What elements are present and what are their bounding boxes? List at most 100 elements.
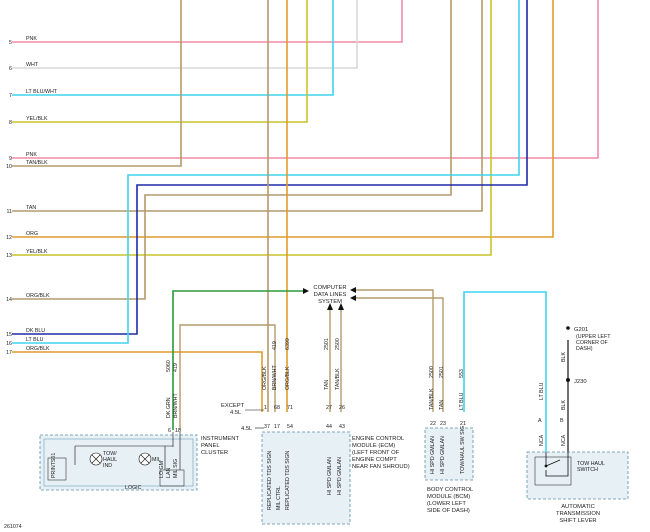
instrument-panel-cluster: TOW/ HAUL IND MIL LO GM LAN MIL SIG PRIN… bbox=[39, 360, 239, 491]
ipc-label-1: INSTRUMENT bbox=[201, 436, 239, 442]
shift-label-2: TRANSMISSION bbox=[556, 511, 600, 517]
ipc-circuit-5060: 5060 bbox=[166, 360, 172, 372]
ecm-color-4: TAN/BLK bbox=[335, 368, 341, 390]
bcm-pin-22: 22 bbox=[430, 421, 436, 427]
bcm-color-ltblu: LT BLU bbox=[459, 392, 465, 410]
wire-name-6: WHT bbox=[26, 62, 39, 68]
wire-7-ltbluwht bbox=[12, 0, 334, 96]
bcm-signal-1: HI SPD GMLAN bbox=[440, 436, 446, 474]
prints-box bbox=[47, 457, 67, 481]
wire-brnwht-ipc bbox=[179, 324, 276, 430]
tow-haul-switch-box bbox=[534, 456, 572, 486]
ecm-pin-top-0: 1 bbox=[264, 405, 267, 411]
ecm-label-5: NEAR FAN SHROUD) bbox=[352, 464, 410, 470]
switch-wire-blk-upper: BLK bbox=[561, 352, 567, 362]
engine-control-module: ENGINE CONTROL MODULE (ECM) (LEFT FRONT … bbox=[221, 338, 410, 525]
ecm-pin-top-3: 27 bbox=[326, 405, 332, 411]
ecm-circuit-2501: 2501 bbox=[324, 338, 330, 350]
ecm-pin-bot-0: 37 bbox=[264, 424, 270, 430]
wire-name-8: YEL/BLK bbox=[26, 116, 48, 122]
bcm-label-1: BODY CONTROL bbox=[427, 487, 474, 493]
ecm-engine-45: 4.5L bbox=[241, 426, 253, 432]
wire-9-pnk bbox=[12, 0, 599, 159]
wire-number-7: 7 bbox=[9, 93, 12, 99]
ecm-pin-bot-1: 17 bbox=[274, 424, 280, 430]
wire-name-9: PNK bbox=[26, 152, 37, 158]
ecm-color-3: TAN bbox=[324, 380, 330, 390]
switch-nca-b: NCA bbox=[561, 434, 567, 446]
switch-wire-blk-lower: BLK bbox=[561, 400, 567, 410]
arrow-dkgrn bbox=[303, 288, 309, 294]
wire-name-14: ORG/BLK bbox=[26, 293, 50, 299]
wire-name-15: DK BLU bbox=[26, 328, 45, 334]
ground-g201-label: G201 bbox=[574, 327, 588, 333]
wire-12-org bbox=[12, 0, 554, 238]
ipc-circuit-419: 419 bbox=[173, 363, 179, 372]
ecm-color-2: ORG/BLK bbox=[285, 366, 291, 390]
ipc-color-brnwht: BRN/WHT bbox=[173, 393, 179, 418]
ecm-except-sub: 4.5L bbox=[230, 410, 242, 416]
ground-desc-2: CORNER OF bbox=[576, 340, 609, 346]
bcm-color-tanblk: TAN/BLK bbox=[429, 388, 435, 410]
ecm-except: EXCEPT bbox=[221, 403, 245, 409]
wire-5-pnk bbox=[12, 0, 403, 43]
arrow-ecm-tanblk bbox=[338, 303, 344, 310]
wire-number-10: 10 bbox=[6, 164, 12, 170]
wire-name-5: PNK bbox=[26, 36, 37, 42]
tow-haul-ind-lamp-x bbox=[91, 454, 101, 464]
ipc-signal-box bbox=[159, 469, 185, 487]
wire-13-yelblk bbox=[12, 0, 492, 256]
ipc-ind2-label: MIL bbox=[152, 457, 161, 463]
mil-lamp-x bbox=[140, 454, 150, 464]
ipc-sig-3: MIL SIG bbox=[173, 459, 179, 478]
shift-label-3: SHIFT LEVER bbox=[559, 518, 596, 524]
ecm-signal-3: HI SPD GMLAN bbox=[327, 457, 333, 495]
wire-name-12: ORG bbox=[26, 231, 38, 237]
wire-name-17: ORG/BLK bbox=[26, 346, 50, 352]
wire-number-9: 9 bbox=[9, 156, 12, 162]
bcm-signal-0: HI SPD GMLAN bbox=[430, 436, 436, 474]
bcm-pin-21: 21 bbox=[460, 421, 466, 427]
ecm-signal-0: REPLICATED TDS SIGN bbox=[267, 451, 273, 510]
wire-number-12: 12 bbox=[6, 235, 12, 241]
ecm-circuit-419: 419 bbox=[272, 341, 278, 350]
body-control-module: BODY CONTROL MODULE (BCM) (LOWER LEFT SI… bbox=[424, 366, 474, 514]
ground-desc-3: DASH) bbox=[576, 346, 593, 352]
ecm-pin-top-2: 71 bbox=[287, 405, 293, 411]
ipc-sig-1: LO GM bbox=[159, 461, 165, 478]
ipc-pin-18: 18 bbox=[175, 428, 181, 434]
ipc-internal-wiring bbox=[74, 432, 181, 470]
ipc-label-3: CLUSTER bbox=[201, 450, 228, 456]
wire-number-16: 16 bbox=[6, 341, 12, 347]
ipc-logic-box bbox=[43, 438, 194, 487]
ecm-circuit-2500: 2500 bbox=[335, 338, 341, 350]
arrow-ecm-tan bbox=[327, 303, 333, 310]
wire-paths bbox=[12, 0, 599, 412]
bcm-label-3: (LOWER LEFT bbox=[427, 501, 466, 507]
splice-j230-dot bbox=[566, 378, 570, 382]
wire-name-16: LT BLU bbox=[26, 337, 44, 343]
wire-6-wht bbox=[12, 0, 358, 69]
wire-name-7: LT BLU/WHT bbox=[26, 89, 58, 95]
bcm-color-tan: TAN bbox=[439, 400, 445, 410]
ipc-ind1-line1: TOW/ bbox=[103, 451, 117, 457]
data-lines-title-1: COMPUTER bbox=[313, 285, 346, 291]
wire-bcm-tan bbox=[356, 297, 444, 412]
wire-name-10: TAN/BLK bbox=[26, 160, 48, 166]
wire-8-yelblk bbox=[12, 0, 308, 123]
shift-lever-switch: TOW HAUL SWITCH AUTOMATIC TRANSMISSION S… bbox=[526, 327, 629, 524]
switch-wire-ltblu: LT BLU bbox=[539, 382, 545, 400]
switch-nca-a: NCA bbox=[539, 434, 545, 446]
ground-g201-dot bbox=[566, 326, 570, 330]
shift-label-1: AUTOMATIC bbox=[561, 504, 595, 510]
figure-id: 261074 bbox=[4, 524, 22, 530]
wire-number-17: 17 bbox=[6, 350, 12, 356]
arrow-bcm-tanblk bbox=[350, 287, 356, 293]
wire-number-14: 14 bbox=[6, 297, 12, 303]
bcm-label-2: MODULE (BCM) bbox=[427, 494, 470, 500]
ipc-label-2: PANEL bbox=[201, 443, 220, 449]
ipc-ind1-line2: HAUL bbox=[103, 457, 117, 463]
ecm-label-2: MODULE (ECM) bbox=[352, 443, 395, 449]
